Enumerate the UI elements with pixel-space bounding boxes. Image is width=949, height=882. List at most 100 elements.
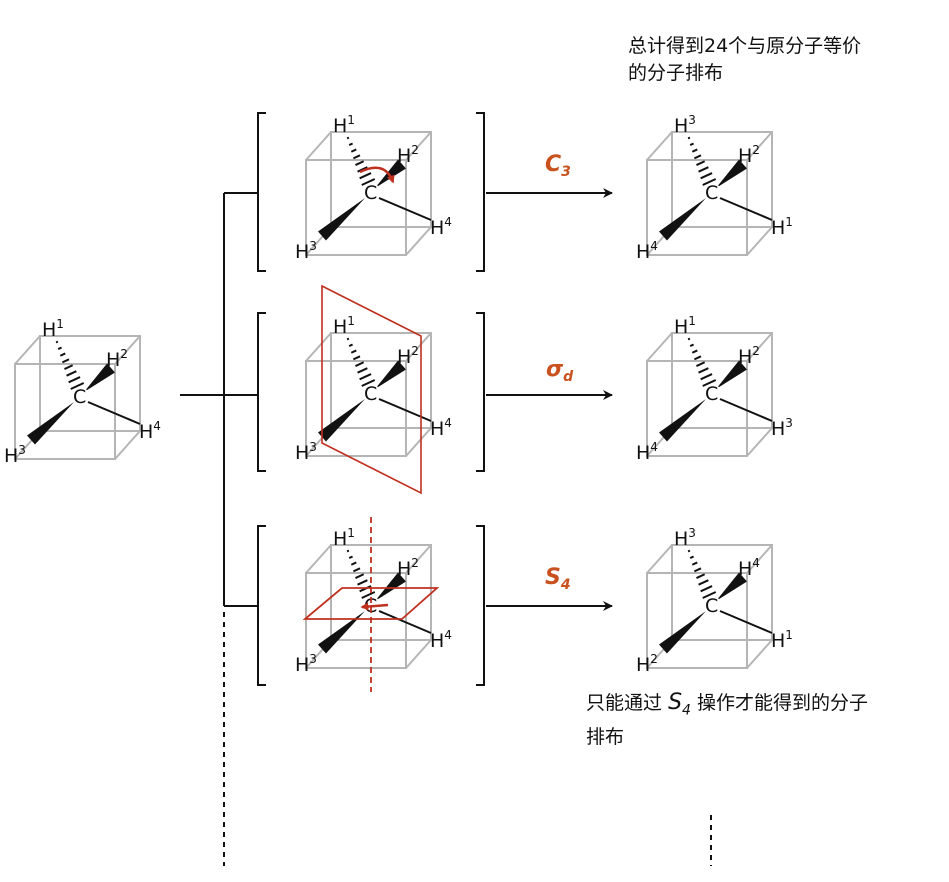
hydrogen-lower-left: H3 [295,440,317,464]
sigma-symbol: σ [546,357,564,382]
bond-hashed-top [346,549,376,599]
hydrogen-top: H3 [674,526,696,550]
hydrogen-lower-left: H4 [636,239,658,263]
hydrogen-top: H1 [42,317,64,341]
bond-wedge-lower-left [318,198,365,241]
bond-wedge-lower-left [659,399,706,442]
hydrogen-upper-right: H2 [397,143,419,167]
bond-plain-lower-right [87,401,141,425]
bond-hashed-top [55,340,85,390]
s4-note-operation: S4 [668,690,691,719]
hydrogen-lower-right: H3 [771,416,793,440]
carbon-atom: C [705,595,718,617]
total-equivalent-note: 总计得到24个与原分子等价的分子排布 [628,35,862,84]
rotation-arc [359,166,395,184]
bond-plain-lower-right [378,197,432,221]
hydrogen-upper-right: H2 [738,344,760,368]
bond-hashed-top [687,549,717,599]
cube-frame [305,332,432,457]
s4-note-suffix: 操作才能得到的分子排布 [586,692,869,749]
bond-wedge-upper-right [375,572,406,601]
sigma-right-bracket [476,312,485,472]
cube-frame [646,131,773,256]
bond-wedge-lower-left [659,611,706,654]
brackets [257,112,485,686]
hydrogen-upper-right: H2 [106,347,128,371]
hydrogen-lower-right: H4 [139,419,161,443]
hydrogen-lower-right: H4 [430,215,452,239]
bond-wedge-upper-right [716,360,747,389]
sigma-d-mirror-plane [321,284,422,495]
carbon-halo [71,387,89,405]
bond-wedge-upper-right [716,572,747,601]
c3-subscript: 3 [561,164,571,180]
hydrogen-upper-right: H2 [738,143,760,167]
s4-right-bracket [476,525,485,686]
carbon-atom: C [364,182,377,204]
hydrogen-upper-right: H2 [397,344,419,368]
s4-reflection-plane [302,587,440,620]
c3-rotation-arrow [359,166,395,184]
tree-connectors [180,192,712,866]
s4-label: S4 [545,565,571,593]
bond-hashed-top [346,337,376,387]
s4-symmetry-elements [302,517,440,692]
bond-plain-lower-right [378,610,432,634]
bond-wedge-lower-left [27,402,74,445]
hydrogen-lower-right: H1 [771,628,793,652]
c3-symbol: C [545,152,561,177]
s4-note-op-symbol: S [668,690,683,715]
carbon-halo [362,384,380,402]
carbon-atom: C [705,182,718,204]
carbon-halo [362,183,380,201]
s4-symbol: S [545,565,561,590]
carbon-atom: C [705,383,718,405]
sigma-left-bracket [257,312,266,472]
cube-frame [14,335,141,460]
sigma-label: σd [546,357,574,385]
hydrogen-lower-right: H4 [430,628,452,652]
bond-wedge-upper-right [84,363,115,392]
c3-label: C3 [545,152,571,180]
bond-plain-lower-right [719,398,773,422]
s4-note-op-subscript: 4 [682,702,691,719]
bond-hashed-top [687,136,717,186]
hydrogen-upper-right: H2 [397,556,419,580]
hydrogen-lower-left: H2 [636,652,658,676]
hydrogen-top: H1 [674,314,696,338]
carbon-halo [703,183,721,201]
s4-subscript: 4 [560,577,571,593]
s4-only-note: 只能通过 S4 操作才能得到的分子排布 [586,689,886,751]
bond-wedge-lower-left [659,198,706,241]
bond-plain-lower-right [378,398,432,422]
s4-note-prefix: 只能通过 [586,692,663,714]
hydrogen-lower-right: H4 [430,416,452,440]
bond-plain-lower-right [719,197,773,221]
operation-arrows [486,188,613,611]
bond-wedge-upper-right [375,360,406,389]
sigma-subscript: d [563,369,574,385]
carbon-halo [703,384,721,402]
carbon-halo [703,596,721,614]
c3-right-bracket [476,112,485,272]
bond-wedge-lower-left [318,399,365,442]
bond-wedge-upper-right [375,159,406,188]
s4-rotation-indicator [360,602,389,611]
bond-hashed-top [346,136,376,186]
hydrogen-lower-left: H4 [636,440,658,464]
hydrogen-lower-right: H1 [771,215,793,239]
s4-left-bracket [257,525,266,686]
carbon-atom: C [364,383,377,405]
cube-frame [305,131,432,256]
carbon-atom: C [73,386,86,408]
bond-plain-lower-right [719,610,773,634]
bond-hashed-top [687,337,717,387]
